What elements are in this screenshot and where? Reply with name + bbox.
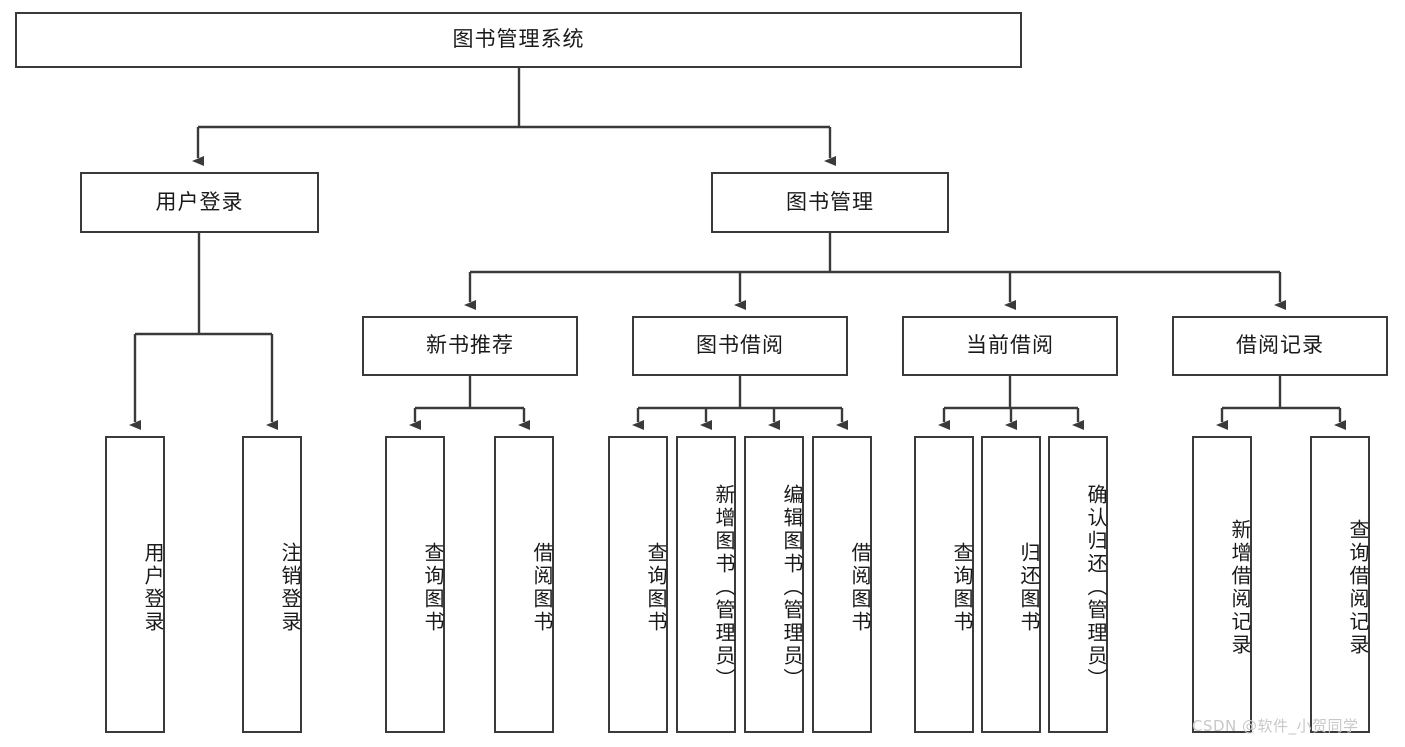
leaf-query-book-2-label: 查询图书 xyxy=(644,541,668,634)
leaf-logout[interactable]: 注销登录 xyxy=(242,436,302,733)
leaf-query-book-3-label: 查询图书 xyxy=(950,541,974,634)
leaf-confirm-return-label: 确认归还（管理员） xyxy=(1084,484,1108,691)
leaf-add-book[interactable]: 新增图书（管理员） xyxy=(676,436,736,733)
node-borrow-record[interactable]: 借阅记录 xyxy=(1172,316,1388,376)
node-new-book-rec-label: 新书推荐 xyxy=(426,333,514,358)
leaf-confirm-return[interactable]: 确认归还（管理员） xyxy=(1048,436,1108,733)
leaf-query-book-2[interactable]: 查询图书 xyxy=(608,436,668,733)
node-current-borrow[interactable]: 当前借阅 xyxy=(902,316,1118,376)
node-new-book-rec[interactable]: 新书推荐 xyxy=(362,316,578,376)
leaf-add-book-label: 新增图书（管理员） xyxy=(712,484,736,691)
node-current-borrow-label: 当前借阅 xyxy=(966,333,1054,358)
node-book-borrow-label: 图书借阅 xyxy=(696,333,784,358)
leaf-borrow-book-2[interactable]: 借阅图书 xyxy=(812,436,872,733)
node-book-manage[interactable]: 图书管理 xyxy=(711,172,949,233)
node-root-label: 图书管理系统 xyxy=(452,27,585,52)
node-user-login-label: 用户登录 xyxy=(155,189,244,214)
leaf-add-record[interactable]: 新增借阅记录 xyxy=(1192,436,1252,733)
csdn-watermark: CSDN @软件_小贺同学 xyxy=(1192,717,1359,735)
leaf-logout-label: 注销登录 xyxy=(278,541,302,634)
leaf-query-book-1-label: 查询图书 xyxy=(421,541,445,634)
leaf-borrow-book-1[interactable]: 借阅图书 xyxy=(494,436,554,733)
leaf-edit-book[interactable]: 编辑图书（管理员） xyxy=(744,436,804,733)
leaf-add-record-label: 新增借阅记录 xyxy=(1228,518,1252,657)
leaf-user-login-label: 用户登录 xyxy=(141,541,165,634)
leaf-user-login[interactable]: 用户登录 xyxy=(105,436,165,733)
leaf-query-record-label: 查询借阅记录 xyxy=(1346,518,1370,657)
leaf-borrow-book-2-label: 借阅图书 xyxy=(848,541,872,634)
node-book-borrow[interactable]: 图书借阅 xyxy=(632,316,848,376)
node-root[interactable]: 图书管理系统 xyxy=(15,12,1022,68)
node-book-manage-label: 图书管理 xyxy=(786,189,874,214)
leaf-query-book-1[interactable]: 查询图书 xyxy=(385,436,445,733)
leaf-edit-book-label: 编辑图书（管理员） xyxy=(780,484,804,691)
leaf-borrow-book-1-label: 借阅图书 xyxy=(530,541,554,634)
node-borrow-record-label: 借阅记录 xyxy=(1236,333,1324,358)
leaf-query-book-3[interactable]: 查询图书 xyxy=(914,436,974,733)
leaf-return-book[interactable]: 归还图书 xyxy=(981,436,1041,733)
leaf-query-record[interactable]: 查询借阅记录 xyxy=(1310,436,1370,733)
node-user-login[interactable]: 用户登录 xyxy=(80,172,319,233)
leaf-return-book-label: 归还图书 xyxy=(1017,541,1041,634)
